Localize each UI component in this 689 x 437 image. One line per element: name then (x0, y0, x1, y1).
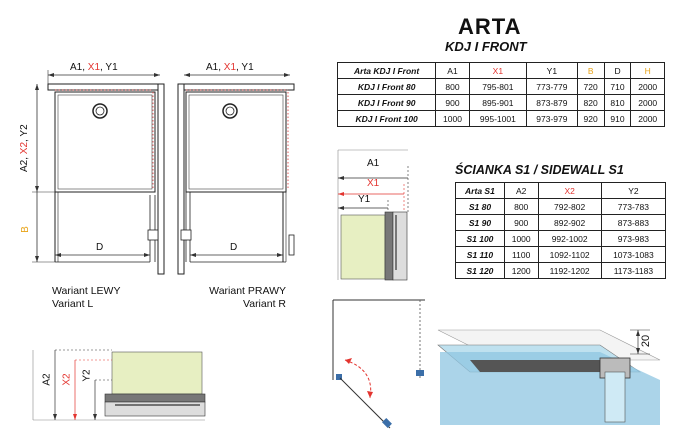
detail-x1-label: X1 (367, 178, 380, 189)
s1-cell: 1192-1202 (537, 262, 602, 279)
dim-a2-label: A2, (19, 154, 30, 172)
detail-a2-label: A2 (41, 373, 53, 386)
detail-x2-label: X2 (61, 373, 73, 386)
dim-x1-label-r: X1 (223, 62, 237, 73)
variant-right-en: Variant R (243, 298, 286, 310)
dim-a1-label-r: A1, (206, 62, 224, 73)
kdj-cell: 710 (603, 78, 632, 95)
plan-left-b-label: B (19, 226, 31, 233)
product-title: ARTA (458, 14, 522, 39)
kdj-cell: 2000 (630, 110, 665, 127)
plan-left-side-dim: A2, X2, Y2 (19, 124, 30, 172)
variant-right-caption: Wariant PRAWY Variant R (196, 285, 286, 311)
s1-cell: S1 90 (455, 214, 505, 231)
variant-left-caption: Wariant LEWY Variant L (52, 285, 120, 311)
plan-left-top-dim: A1, X1, Y1 (70, 62, 118, 73)
dim-a1-label: A1, (70, 62, 88, 73)
kdj-cell: 973-979 (526, 110, 578, 127)
s1-cell: 1200 (503, 262, 539, 279)
dim-y1-label: , Y1 (100, 62, 118, 73)
plan-left-d-label: D (96, 242, 104, 253)
detail-a1-label: A1 (367, 158, 380, 169)
dim-x1-label: X1 (87, 62, 101, 73)
variant-left-pl: Wariant LEWY (52, 285, 121, 297)
dim-x2-label: X2 (19, 141, 30, 155)
profile-3d-drawing (437, 329, 661, 425)
detail-bottom-drawing (32, 349, 206, 421)
kdj-cell: 995-1001 (468, 110, 528, 127)
sidewall-title: ŚCIANKA S1 / SIDEWALL S1 (455, 163, 624, 177)
s1-cell: 1173-1183 (600, 262, 667, 279)
detail-y1-label: Y1 (358, 194, 371, 205)
variant-left-en: Variant L (52, 298, 94, 310)
product-subtitle: KDJ I FRONT (445, 39, 527, 54)
kdj-cell: 1000 (435, 110, 470, 127)
dim-y1-label-r: , Y1 (236, 62, 254, 73)
dim-y2-label: , Y2 (19, 124, 30, 142)
kdj-cell: 920 (576, 110, 605, 127)
s1-cell: S1 120 (455, 262, 505, 279)
plan-right-drawing (177, 73, 295, 275)
detail-top-drawing (337, 149, 409, 281)
plan-right-top-dim: A1, X1, Y1 (206, 62, 254, 73)
plan-right-d-label: D (230, 242, 238, 253)
variant-right-pl: Wariant PRAWY (209, 285, 286, 297)
door-swing-drawing (332, 299, 425, 429)
profile-20-label: 20 (640, 334, 653, 348)
kdj-cell: 910 (603, 110, 632, 127)
plan-left-drawing (32, 70, 165, 275)
detail-y2-label: Y2 (81, 369, 93, 382)
